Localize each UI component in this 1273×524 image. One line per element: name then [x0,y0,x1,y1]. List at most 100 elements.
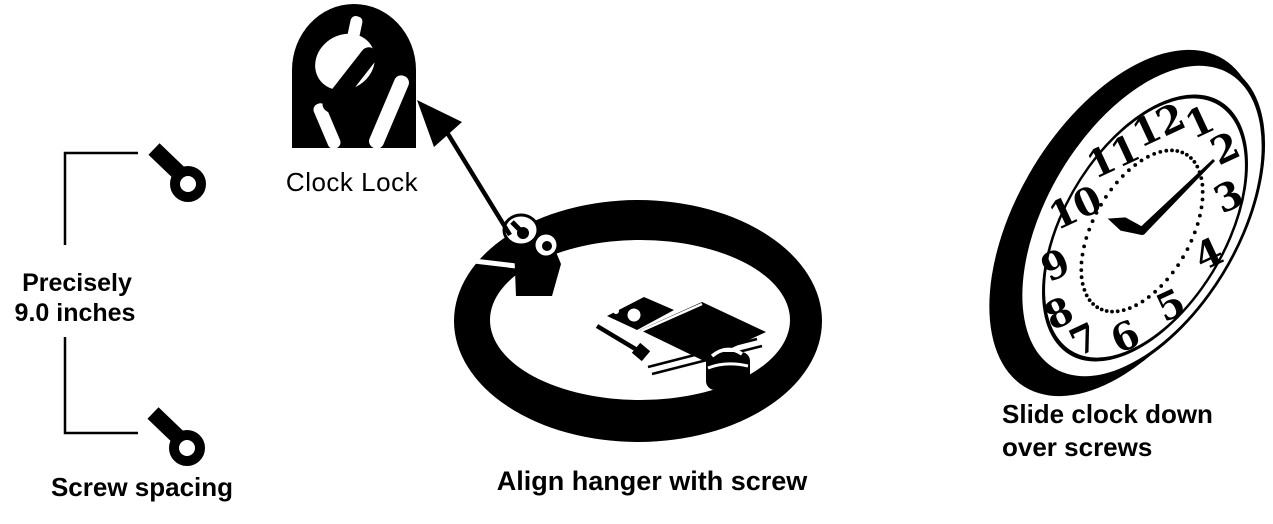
minute-dot [1200,190,1205,194]
minute-dot [1195,164,1200,169]
screw-icon-bottom [147,407,205,466]
clock-hands [1107,159,1215,235]
minute-dot [1170,148,1174,153]
movement-screw-hole [613,308,619,314]
movement-hanger-plate [607,297,674,330]
dimension-bracket [63,151,138,435]
minute-dot [1146,295,1151,299]
minute-dot [1180,150,1185,155]
minute-dot [1082,288,1087,292]
minute-dot [1146,154,1150,159]
minute-dot [1195,222,1200,226]
minute-dot [1091,302,1095,306]
minute-dot [1176,263,1180,267]
dimension-label-line2: 9.0 inches [15,299,136,327]
movement-bumper-highlight [710,347,743,358]
clock-movement-icon [595,297,766,390]
clock-lock-latch-bar [322,47,378,113]
minute-dot [1192,160,1197,164]
hanger-eyelet-inner [542,241,552,251]
screw-head [169,430,205,466]
minute-dot [1153,289,1157,294]
minute-dot [1152,152,1157,156]
screw-head [170,166,206,202]
minute-dot [1127,306,1132,310]
screw-spacing-figure: Precisely 9.0 inches Screw spacing [15,143,233,502]
minute-dot [1094,211,1099,215]
slide-caption-line1: Slide clock down [1002,399,1213,429]
hands-hub [1138,227,1146,235]
minute-dot [1115,180,1119,185]
minute-dot [1200,182,1205,187]
minute-dot [1099,307,1104,312]
minute-dot [1109,187,1114,192]
minute-dot [1104,195,1108,199]
minute-dot [1079,275,1084,280]
clock-lock-figure: Clock Lock [286,4,419,197]
minute-dot [1158,150,1163,154]
minute-dot [1199,205,1204,210]
movement-hanger-hole [627,308,641,322]
movement-edge-highlight [640,302,703,333]
minute-dot [1079,260,1084,265]
minute-dot [1110,309,1114,314]
minute-dot [1184,152,1189,157]
arrow-shaft [446,132,512,237]
minute-dot [1134,303,1138,308]
movement-lever [595,324,639,352]
minute-dot [1139,158,1144,163]
movement-bumper [706,352,750,390]
hour-hand [1107,217,1144,235]
minute-dot [1198,213,1202,218]
pointer-arrow [417,100,512,237]
minute-dot [1140,299,1145,304]
minute-dot [1087,227,1092,232]
minute-dot [1189,156,1193,160]
minute-dot [1181,255,1185,260]
minute-dot [1200,197,1205,202]
minute-dot [1080,282,1085,286]
screw-icon-top [148,143,206,202]
minute-dot [1095,305,1100,310]
hanger-body [514,246,561,296]
rim-seam [456,256,517,269]
minute-hand [1139,159,1215,234]
minute-dots [1079,148,1205,314]
minute-dot [1127,168,1131,173]
movement-bumper-seam [707,362,749,370]
clock-back-figure: Align hanger with screw [454,200,822,496]
minute-dot [1189,238,1194,243]
minute-dot [1120,174,1125,178]
minute-dot [1185,247,1190,252]
minute-dot [1115,309,1120,314]
align-hanger-caption: Align hanger with screw [497,466,809,496]
slide-caption-line2: over screws [1002,432,1152,462]
minute-dot [1099,202,1103,207]
minute-dot [1084,236,1089,240]
screw-spacing-caption: Screw spacing [51,472,233,502]
minute-dot [1164,148,1169,153]
clock-lock-bottom-slot [313,103,341,149]
hanger-icon [502,213,561,296]
minute-dot [1090,219,1095,224]
minute-dot [1082,244,1086,249]
clock-lock-right-slot [369,75,409,149]
minute-dot [1170,270,1175,275]
minute-dot [1165,277,1169,282]
minute-dot [1079,268,1084,272]
minute-dot [1087,298,1092,302]
clock-lock-label: Clock Lock [286,167,419,197]
minute-dot [1080,252,1085,257]
hanger-hook-tail [510,220,525,235]
minute-dot [1199,176,1204,181]
minute-dot [1104,309,1109,313]
minute-dot [1121,308,1126,312]
screw-shank [148,143,185,179]
minute-dot [1133,163,1138,167]
movement-plate-line1 [647,337,758,369]
arrow-head [417,100,462,147]
screw-shank [147,407,184,443]
movement-lever-end [631,342,651,362]
